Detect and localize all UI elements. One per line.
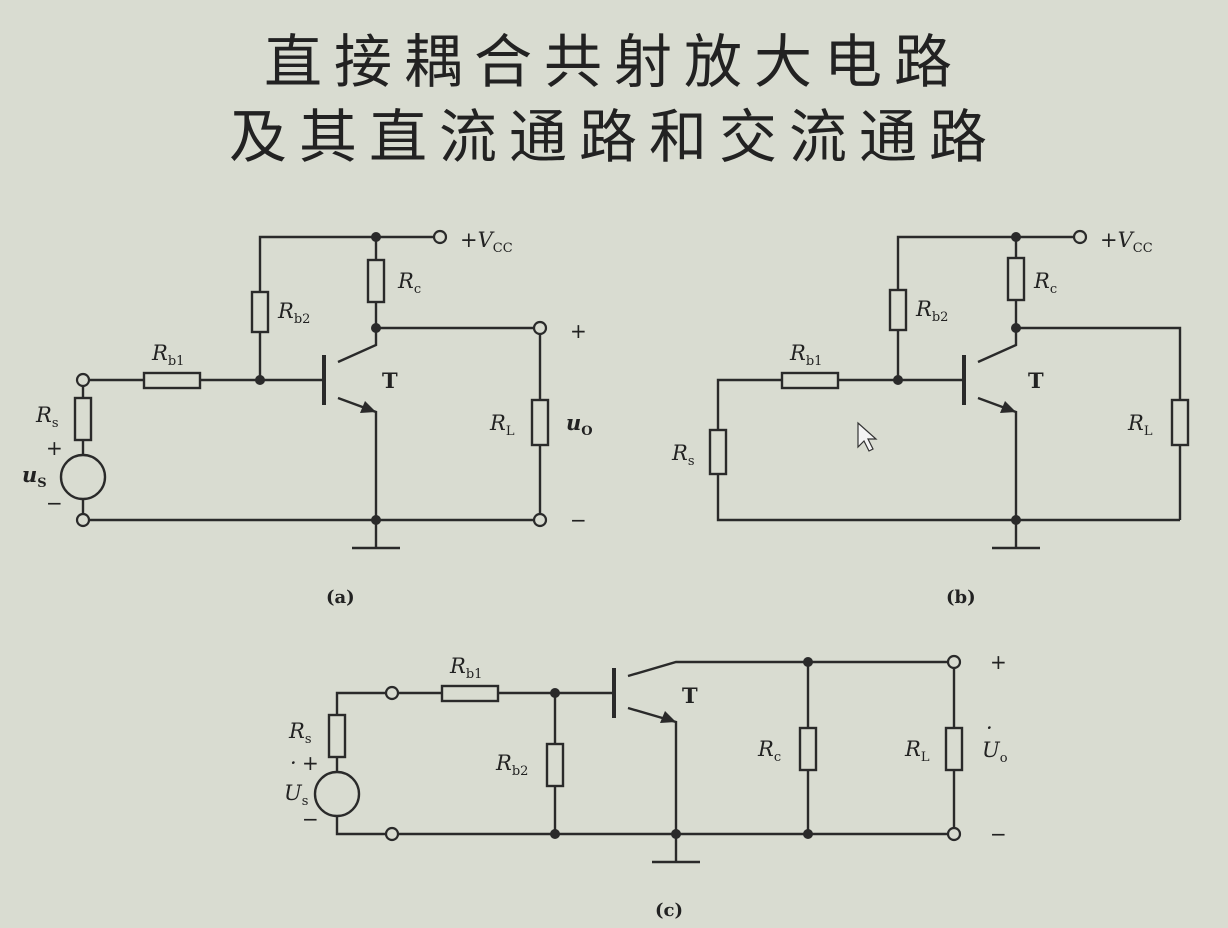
caption-c: (c) — [655, 900, 683, 921]
rc-label-b: Rc — [1033, 269, 1057, 297]
us-label-a: uS — [22, 462, 47, 491]
rs-label-b: Rs — [671, 441, 694, 469]
circuit-b: +VCC Rc Rb2 Rb1 T Rs RL (b) — [671, 228, 1190, 608]
slide-title-line2: 及其直流通路和交流通路 — [228, 103, 999, 171]
uo-dot-c: · — [986, 716, 993, 740]
rl-label-a: RL — [489, 411, 515, 439]
rl-label-b: RL — [1127, 411, 1153, 439]
rb1-label-a: Rb1 — [151, 341, 184, 369]
output-minus-a: − — [570, 508, 587, 532]
uo-label-a: uO — [566, 410, 593, 439]
caption-b: (b) — [946, 587, 976, 608]
rl-label-c: RL — [904, 737, 930, 765]
circuit-a: +VCC Rc Rb2 Rb1 T Rs + uS − RL uO + − (a… — [22, 228, 593, 608]
caption-a: (a) — [326, 587, 355, 608]
rb2-label-c: Rb2 — [495, 751, 528, 779]
circuit-c: Rb1 T Rs + · Us − Rb2 Rc RL · Uo + − (c) — [284, 650, 1008, 921]
output-plus-a: + — [570, 319, 587, 343]
rs-label-a: Rs — [35, 403, 58, 431]
us-dot-c: · — [290, 751, 297, 775]
rb2-label-a: Rb2 — [277, 299, 310, 327]
transistor-label-c: T — [682, 683, 698, 708]
source-minus-c: − — [302, 807, 319, 831]
us-label-c: Us — [284, 781, 308, 809]
rb1-label-b: Rb1 — [789, 341, 822, 369]
rb2-label-b: Rb2 — [915, 297, 948, 325]
vcc-label-a: +VCC — [460, 228, 513, 256]
output-minus-c: − — [990, 822, 1007, 846]
output-plus-c: + — [990, 650, 1007, 674]
source-minus-a: − — [46, 491, 63, 515]
vcc-label-b: +VCC — [1100, 228, 1153, 256]
transistor-label-a: T — [382, 368, 398, 393]
mouse-pointer-icon — [857, 421, 878, 452]
slide-title-line1: 直接耦合共射放大电路 — [263, 28, 964, 96]
rs-label-c: Rs — [288, 719, 311, 747]
uo-label-c: Uo — [982, 738, 1008, 766]
rb1-label-c: Rb1 — [449, 654, 482, 682]
source-plus-a: + — [46, 436, 63, 460]
transistor-label-b: T — [1028, 368, 1044, 393]
rc-label-a: Rc — [397, 269, 421, 297]
rc-label-c: Rc — [757, 737, 781, 765]
source-plus-c: + — [302, 751, 319, 775]
